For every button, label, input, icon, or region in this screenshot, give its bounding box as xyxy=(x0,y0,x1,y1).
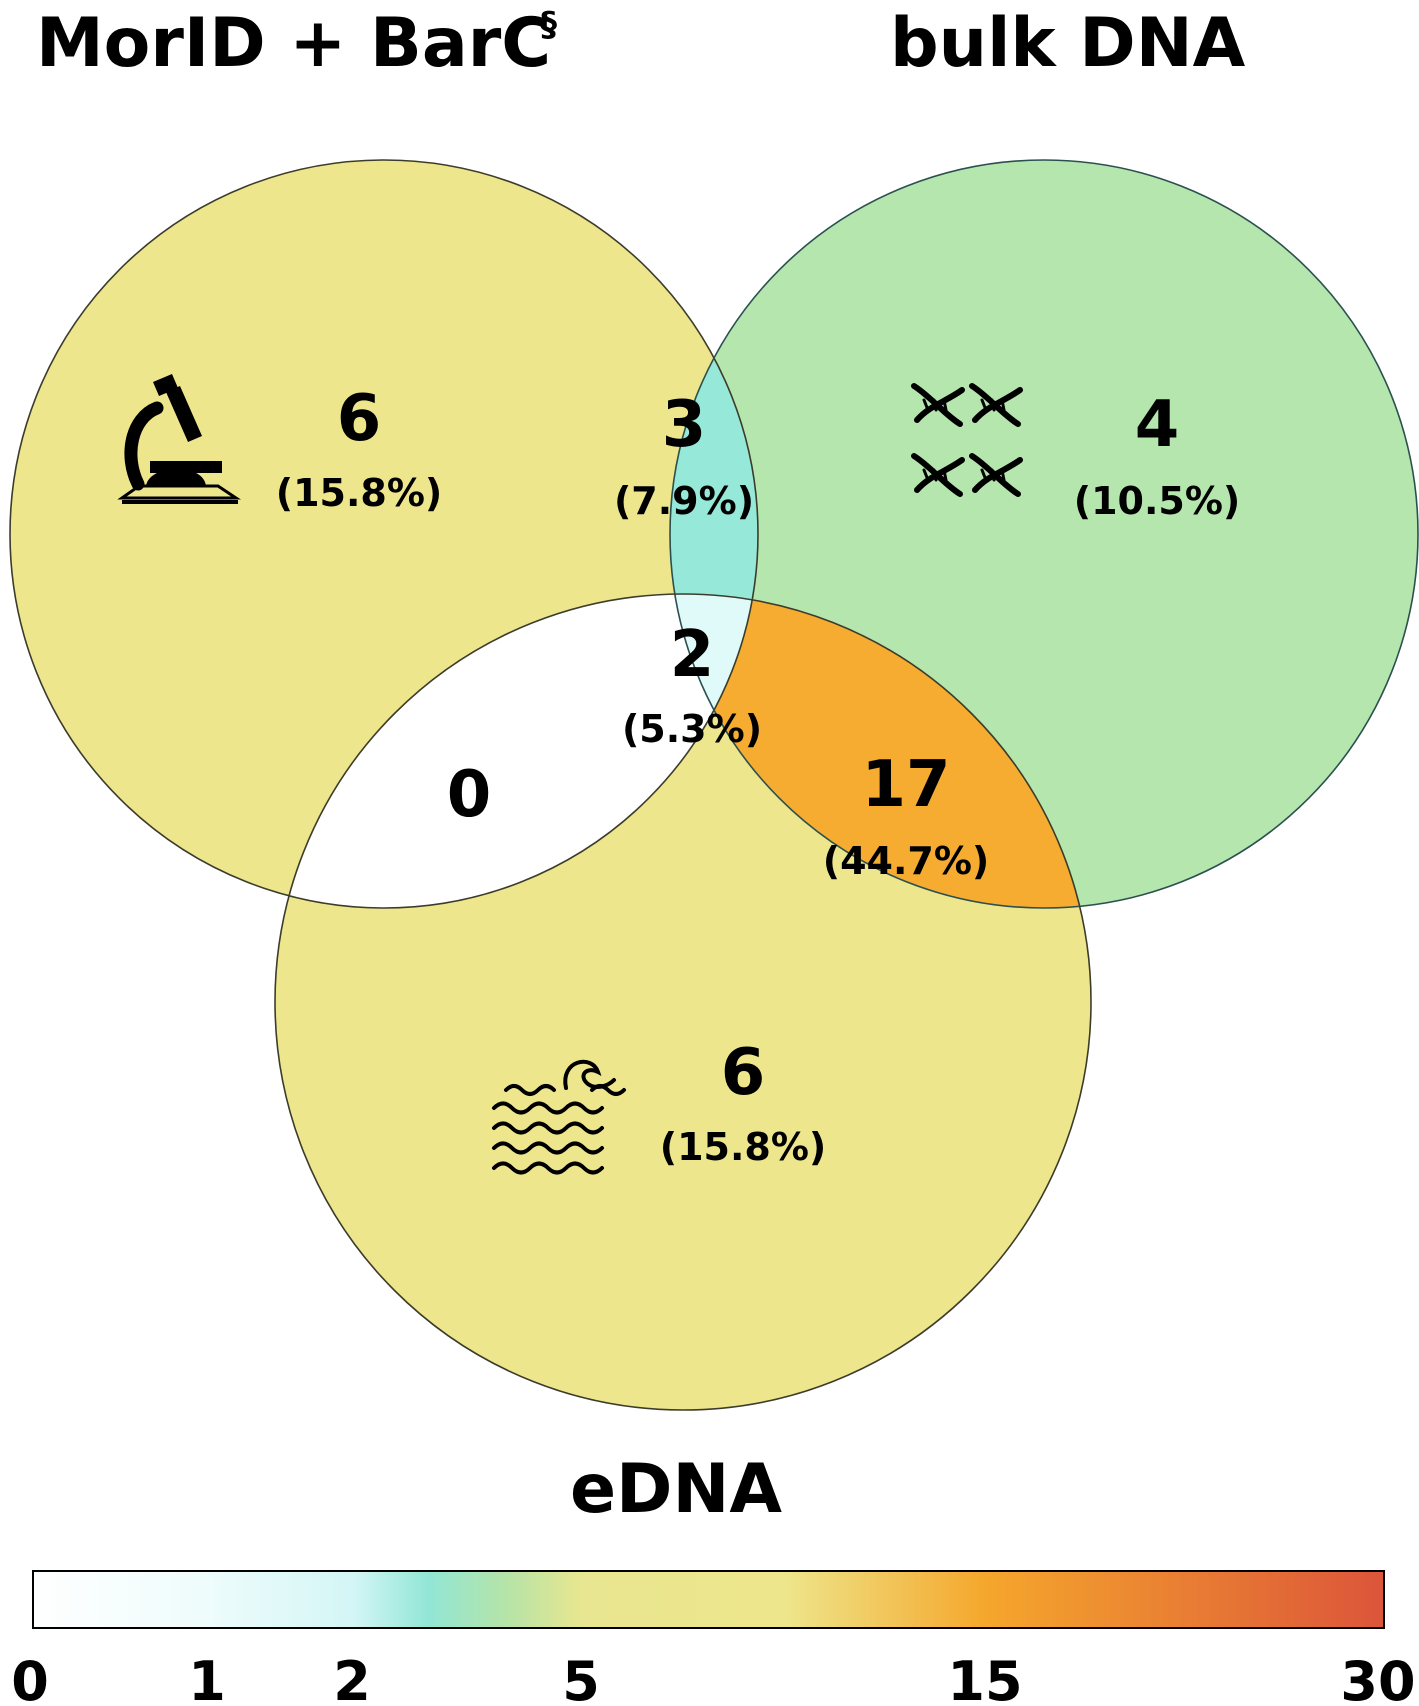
left-only-count: 6 xyxy=(337,382,382,456)
bottom-only-percent: (15.8%) xyxy=(660,1125,827,1169)
colorbar-tick-label: 2 xyxy=(333,1650,371,1706)
left-only-percent: (15.8%) xyxy=(276,471,443,515)
colorbar-tick-label: 1 xyxy=(188,1650,226,1706)
colorbar-tick-label: 30 xyxy=(1340,1650,1415,1706)
right-set-label: bulk DNA xyxy=(890,4,1246,83)
colorbar-ticks: 0 1 2 5 15 30 xyxy=(11,1650,1415,1706)
colorbar xyxy=(32,1570,1385,1629)
bottom-only-count: 6 xyxy=(721,1036,766,1110)
right-bottom-percent: (44.7%) xyxy=(823,839,990,883)
region-left-bottom xyxy=(275,594,758,908)
bottom-set-label: eDNA xyxy=(570,1450,782,1529)
all-three-count: 2 xyxy=(670,618,715,692)
left-set-outline xyxy=(9,159,759,909)
water-waves-icon xyxy=(492,1059,626,1175)
right-only-count: 4 xyxy=(1135,388,1180,462)
colorbar-tick-label: 0 xyxy=(11,1650,49,1706)
left-bottom-count: 0 xyxy=(447,758,492,832)
right-bottom-count: 17 xyxy=(861,748,950,822)
colorbar-tick-label: 5 xyxy=(562,1650,600,1706)
region-right-bottom xyxy=(670,594,1091,908)
left-right-count: 3 xyxy=(662,388,707,462)
right-only-percent: (10.5%) xyxy=(1074,479,1241,523)
all-three-percent: (5.3%) xyxy=(622,707,762,751)
dna-icon xyxy=(911,383,1023,497)
colorbar-tick-label: 15 xyxy=(947,1650,1022,1706)
bottom-set-outline xyxy=(274,593,1092,1411)
left-right-percent: (7.9%) xyxy=(614,479,754,523)
left-set-marker: § xyxy=(540,5,557,45)
right-set-outline xyxy=(669,159,1419,909)
left-set-label: MorID + BarC xyxy=(36,4,551,83)
microscope-icon xyxy=(117,374,241,504)
